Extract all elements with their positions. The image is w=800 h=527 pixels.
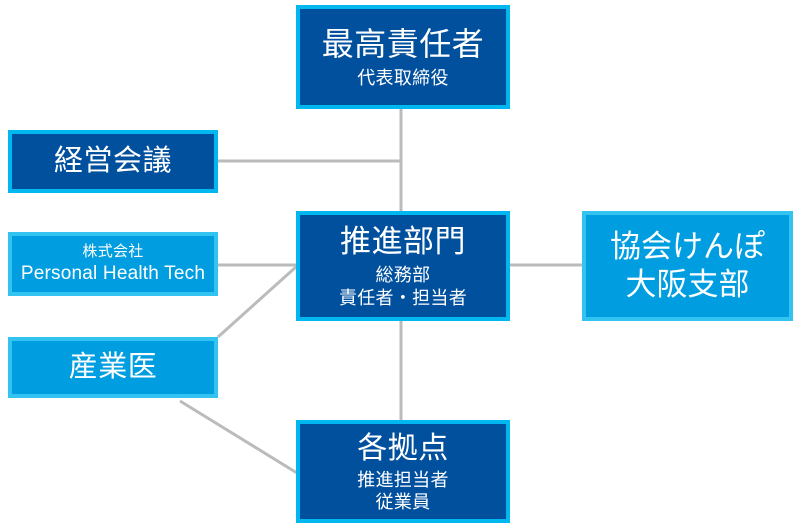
node-kyokai-kenpo-osaka[interactable]: 協会けんぽ 大阪支部 xyxy=(582,211,793,321)
node-center-title: 推進部門 xyxy=(340,223,466,259)
node-sites-title: 各拠点 xyxy=(357,431,449,465)
node-meeting-title: 経営会議 xyxy=(53,144,172,177)
node-each-site[interactable]: 各拠点 推進担当者 従業員 xyxy=(296,420,510,523)
node-doctor-title: 産業医 xyxy=(68,350,158,383)
node-kenpo-line2: 大阪支部 xyxy=(625,267,750,302)
connector-doctor-to-sites xyxy=(179,399,298,475)
node-pht-line1: 株式会社 xyxy=(82,242,144,260)
node-management-meeting[interactable]: 経営会議 xyxy=(8,130,218,193)
node-personal-health-tech[interactable]: 株式会社 Personal Health Tech xyxy=(8,232,218,296)
node-center-subtitle-2: 責任者・担当者 xyxy=(338,287,468,308)
node-promotion-department[interactable]: 推進部門 総務部 責任者・担当者 xyxy=(296,211,510,321)
node-sites-subtitle-1: 推進担当者 xyxy=(357,469,449,490)
node-top-executive[interactable]: 最高責任者 代表取締役 xyxy=(296,5,510,109)
node-kenpo-line1: 協会けんぽ xyxy=(610,228,765,264)
node-center-subtitle-1: 総務部 xyxy=(375,265,431,286)
node-top-title: 最高責任者 xyxy=(321,26,485,62)
node-pht-line2: Personal Health Tech xyxy=(20,262,206,284)
node-top-subtitle: 代表取締役 xyxy=(357,67,449,88)
node-occupational-physician[interactable]: 産業医 xyxy=(8,337,218,398)
connector-doctor-to-center xyxy=(216,264,299,339)
node-sites-subtitle-2: 従業員 xyxy=(375,492,431,513)
